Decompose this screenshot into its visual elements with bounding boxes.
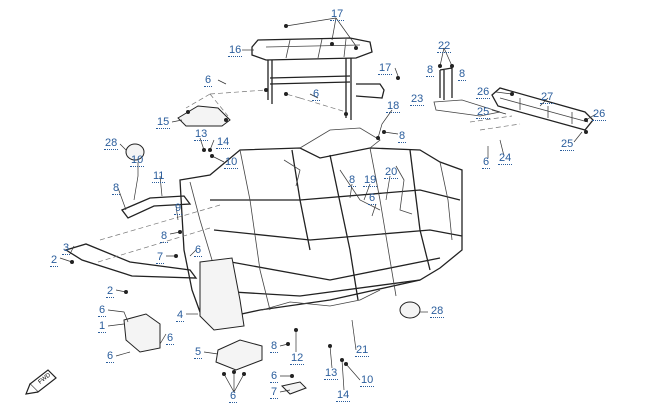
callout-1[interactable]: 1	[98, 320, 107, 333]
callout-14[interactable]: 14	[216, 136, 231, 149]
callout-7[interactable]: 7	[270, 386, 279, 399]
callout-6[interactable]: 6	[482, 156, 491, 169]
callout-6[interactable]: 6	[106, 350, 115, 363]
callout-6[interactable]: 6	[166, 332, 175, 345]
callout-6[interactable]: 6	[368, 192, 377, 205]
callout-27[interactable]: 27	[540, 91, 555, 104]
callout-20[interactable]: 20	[384, 166, 399, 179]
callout-6[interactable]: 6	[98, 304, 107, 317]
callout-6[interactable]: 6	[312, 88, 321, 101]
fasteners	[70, 24, 588, 378]
callout-7[interactable]: 7	[156, 251, 165, 264]
callout-13[interactable]: 13	[324, 367, 339, 380]
callout-8[interactable]: 8	[458, 68, 467, 81]
callout-2[interactable]: 2	[106, 285, 115, 298]
callout-8[interactable]: 8	[112, 182, 121, 195]
callout-16[interactable]: 16	[228, 44, 243, 57]
callout-6[interactable]: 6	[229, 390, 238, 403]
callout-19[interactable]: 19	[363, 174, 378, 187]
callout-8[interactable]: 8	[270, 340, 279, 353]
callout-26[interactable]: 26	[476, 86, 491, 99]
callout-4[interactable]: 4	[176, 309, 185, 322]
cap-28-left	[125, 143, 145, 161]
callout-28[interactable]: 28	[430, 305, 445, 318]
bracket-11	[120, 195, 192, 219]
callout-2[interactable]: 2	[50, 254, 59, 267]
callout-22[interactable]: 22	[437, 40, 452, 53]
callout-25[interactable]: 25	[560, 138, 575, 151]
bracket-7-bottom	[281, 381, 307, 395]
main-frame	[179, 127, 463, 331]
callout-9[interactable]: 9	[174, 202, 183, 215]
callout-21[interactable]: 21	[355, 344, 370, 357]
callout-3[interactable]: 3	[62, 242, 71, 255]
callout-10[interactable]: 10	[360, 374, 375, 387]
callout-28[interactable]: 28	[104, 137, 119, 150]
callout-24[interactable]: 24	[498, 152, 513, 165]
cross-arm-3	[64, 243, 198, 279]
callout-8[interactable]: 8	[426, 64, 435, 77]
cap-28-right	[399, 301, 421, 319]
roof-rack	[251, 37, 385, 120]
callout-6[interactable]: 6	[194, 244, 203, 257]
callout-5[interactable]: 5	[194, 346, 203, 359]
callout-13[interactable]: 13	[194, 128, 209, 141]
callout-6[interactable]: 6	[270, 370, 279, 383]
callout-25[interactable]: 25	[476, 106, 491, 119]
callout-14[interactable]: 14	[336, 389, 351, 402]
callout-17[interactable]: 17	[378, 62, 393, 75]
callout-10[interactable]: 10	[130, 154, 145, 167]
callout-10[interactable]: 10	[224, 156, 239, 169]
callout-18[interactable]: 18	[386, 100, 401, 113]
forward-arrow-icon: FWD	[25, 369, 57, 395]
callout-15[interactable]: 15	[156, 116, 171, 129]
callout-8[interactable]: 8	[160, 230, 169, 243]
bracket-15	[177, 105, 231, 127]
skid-plate-1	[123, 313, 161, 353]
callout-8[interactable]: 8	[348, 174, 357, 187]
skid-plate-5	[215, 339, 263, 371]
callout-8[interactable]: 8	[398, 130, 407, 143]
callout-6[interactable]: 6	[204, 74, 213, 87]
callout-26[interactable]: 26	[592, 108, 607, 121]
callout-17[interactable]: 17	[330, 8, 345, 21]
callout-23[interactable]: 23	[410, 93, 425, 106]
callout-11[interactable]: 11	[152, 170, 166, 183]
callout-12[interactable]: 12	[290, 352, 305, 365]
